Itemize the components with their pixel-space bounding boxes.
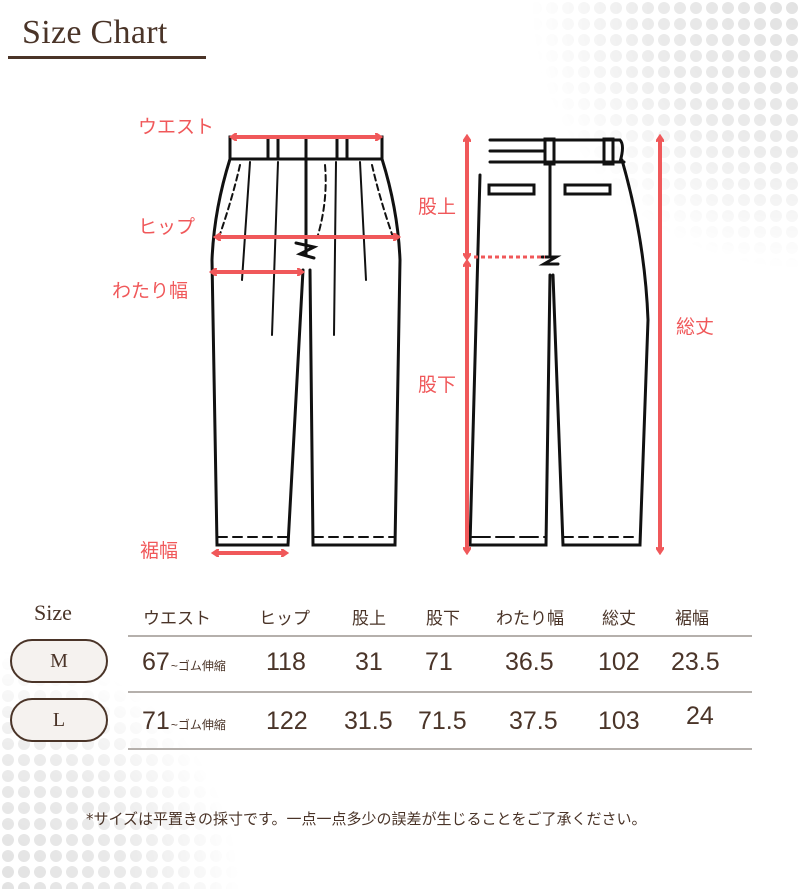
header-rise: 股上 bbox=[352, 609, 386, 629]
front-pants-drawing bbox=[210, 135, 402, 547]
label-thigh: わたり幅 bbox=[112, 280, 189, 302]
cell-inseam: 71.5 bbox=[418, 707, 467, 735]
header-hem: 裾幅 bbox=[675, 609, 709, 629]
label-hem: 裾幅 bbox=[140, 540, 179, 562]
row-divider bbox=[128, 691, 752, 693]
cell-waist: 67~ゴム伸縮 bbox=[142, 648, 226, 676]
cell-rise: 31.5 bbox=[344, 707, 393, 735]
cell-thigh: 36.5 bbox=[505, 648, 554, 676]
cell-hip: 122 bbox=[266, 707, 308, 735]
cell-length: 102 bbox=[598, 648, 640, 676]
cell-hem: 23.5 bbox=[671, 648, 720, 676]
back-pants-drawing bbox=[468, 137, 650, 547]
size-badge-m: M bbox=[10, 639, 108, 683]
label-inseam: 股下 bbox=[418, 374, 457, 396]
size-column-header: Size bbox=[34, 600, 72, 625]
label-rise: 股上 bbox=[418, 196, 457, 218]
row-divider bbox=[128, 635, 752, 637]
cell-rise: 31 bbox=[355, 648, 383, 676]
cell-thigh: 37.5 bbox=[509, 707, 558, 735]
title-underline bbox=[8, 56, 206, 59]
row-divider bbox=[128, 748, 752, 750]
header-thigh: わたり幅 bbox=[496, 609, 564, 629]
cell-hip: 118 bbox=[266, 648, 306, 676]
header-inseam: 股下 bbox=[426, 609, 460, 629]
label-waist: ウエスト bbox=[138, 116, 215, 138]
cell-length: 103 bbox=[598, 707, 640, 735]
header-hip: ヒップ bbox=[259, 609, 310, 629]
cell-hem: 24 bbox=[686, 702, 714, 730]
page-title: Size Chart bbox=[22, 14, 168, 51]
label-length: 総丈 bbox=[676, 316, 715, 338]
size-badge-l: L bbox=[10, 698, 108, 742]
cell-inseam: 71 bbox=[425, 648, 453, 676]
label-hip: ヒップ bbox=[138, 216, 196, 238]
pants-diagram bbox=[0, 0, 800, 600]
header-waist: ウエスト bbox=[143, 609, 211, 629]
header-length: 総丈 bbox=[602, 609, 636, 629]
cell-waist: 71~ゴム伸縮 bbox=[142, 707, 226, 735]
footnote: *サイズは平置きの採寸です。一点一点多少の誤差が生じることをご了承ください。 bbox=[86, 810, 647, 828]
